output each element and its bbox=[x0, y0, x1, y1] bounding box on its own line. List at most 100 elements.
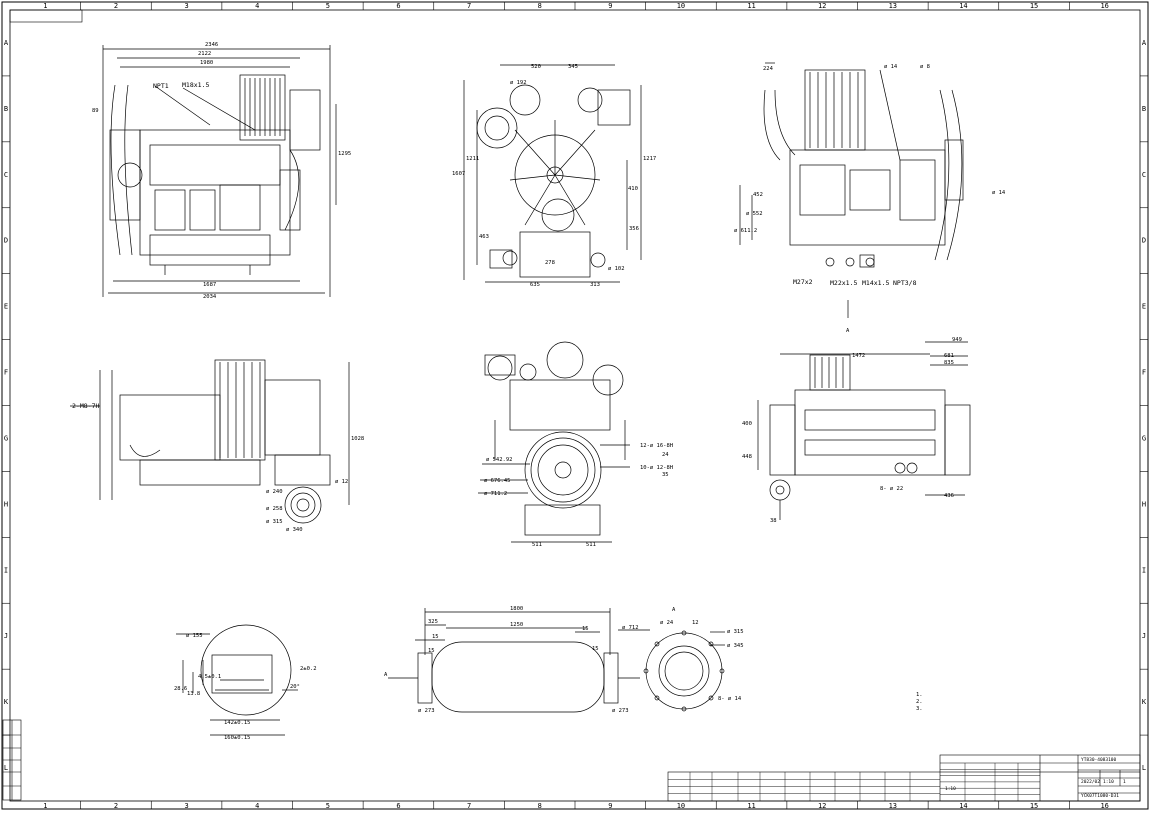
callout-label: NPT1 bbox=[153, 82, 169, 90]
front-view bbox=[102, 45, 337, 297]
dim-label: 1800 bbox=[510, 606, 523, 612]
zone-label: 5 bbox=[326, 2, 330, 10]
zone-label: A bbox=[4, 39, 9, 47]
dim-label: 635 bbox=[530, 282, 540, 288]
silencer-view bbox=[388, 608, 640, 713]
zone-label: F bbox=[1142, 369, 1146, 377]
zone-label: 11 bbox=[747, 802, 755, 810]
flange-left-view bbox=[176, 624, 298, 736]
dim-label: ø 315 bbox=[727, 629, 744, 635]
dim-label: 1217 bbox=[643, 156, 656, 162]
zone-label: G bbox=[4, 434, 8, 442]
dim-label: 2122 bbox=[198, 51, 211, 57]
dim-label: ø 552 bbox=[746, 211, 763, 217]
zone-label: 8 bbox=[538, 2, 542, 10]
note-label: 35 bbox=[662, 472, 669, 478]
revision-strip bbox=[2, 719, 22, 801]
dim-label: 681 bbox=[944, 353, 954, 359]
dim-label: 8- ø 22 bbox=[880, 486, 903, 492]
zone-label: A bbox=[1142, 39, 1147, 47]
silencer-text: 1800 325 1250 15 15 15 15 ø 273 ø 273 A bbox=[384, 606, 629, 714]
dim-label: 345 bbox=[568, 64, 578, 70]
zone-label: 2 bbox=[114, 802, 118, 810]
zone-label: 5 bbox=[326, 802, 330, 810]
drawing-number: YCK07T1080-D31 bbox=[1081, 793, 1119, 799]
zone-label: 15 bbox=[1030, 2, 1038, 10]
dim-label: 2±0.2 bbox=[300, 666, 317, 672]
dim-label: 4.5±0.1 bbox=[198, 674, 221, 680]
dim-label: 15 bbox=[592, 646, 599, 652]
dim-label: ø 12 bbox=[335, 479, 348, 485]
axis-mark: A bbox=[846, 328, 850, 334]
zone-label: 4 bbox=[255, 802, 259, 810]
dim-label: 15 bbox=[428, 648, 435, 654]
dim-label: ø 345 bbox=[727, 643, 744, 649]
dim-label: 313 bbox=[590, 282, 600, 288]
axis-mark: A bbox=[672, 607, 676, 613]
zone-label: B bbox=[4, 105, 8, 113]
zone-label: 6 bbox=[396, 802, 400, 810]
zone-label: I bbox=[4, 566, 8, 574]
dim-label: 28.6 bbox=[174, 686, 187, 692]
dim-label: 356 bbox=[629, 226, 639, 232]
drawing-sheet-no: 1 bbox=[1123, 779, 1126, 785]
rear-view bbox=[739, 62, 964, 318]
zone-label: 10 bbox=[677, 2, 685, 10]
zone-labels: 1122334455667788991010111112121313141415… bbox=[4, 2, 1147, 810]
dim-label: 410 bbox=[628, 186, 638, 192]
zone-label: 13 bbox=[889, 2, 897, 10]
end-view-text: 520 345 ø 192 1211 1607 1217 410 463 356… bbox=[452, 64, 656, 288]
dim-label: ø 676.45 bbox=[484, 478, 511, 484]
dim-label: 448 bbox=[742, 454, 752, 460]
rear-view-text: 224 ø 14 ø 8 ø 14 ø 611.2 ø 552 452 M27x… bbox=[734, 64, 1006, 334]
dim-label: ø 712 bbox=[622, 625, 639, 631]
zone-label: 9 bbox=[608, 802, 612, 810]
zone-label: C bbox=[4, 171, 8, 179]
top-view bbox=[757, 341, 971, 520]
flange-right-text: A ø 712 ø 24 ø 315 ø 345 8- ø 14 12 bbox=[622, 607, 744, 702]
title-block-text: YT830-4083100 2022/02 1:10 1 1:10 YCK07T… bbox=[945, 757, 1126, 799]
drawing-ratio: 1:10 bbox=[945, 786, 956, 792]
dim-label: 160±0.15 bbox=[224, 735, 251, 741]
zone-label: 10 bbox=[677, 802, 685, 810]
zone-label: 1 bbox=[43, 2, 47, 10]
dim-label: 224 bbox=[763, 66, 774, 72]
dim-label: 8- ø 14 bbox=[718, 696, 742, 702]
dim-label: 12-ø 16-8H bbox=[640, 443, 673, 449]
dim-label: 400 bbox=[742, 421, 752, 427]
dim-label: 1687 bbox=[203, 282, 216, 288]
zone-label: 14 bbox=[959, 2, 967, 10]
zone-label: E bbox=[1142, 303, 1146, 311]
callout-label: M14x1.5 bbox=[862, 279, 889, 287]
dim-label: 13.8 bbox=[187, 691, 200, 697]
zone-label: 7 bbox=[467, 2, 471, 10]
dim-label: 325 bbox=[428, 619, 438, 625]
dim-label: 520 bbox=[531, 64, 541, 70]
dim-label: ø 24 bbox=[660, 620, 674, 626]
dim-label: 511 bbox=[532, 542, 542, 548]
dim-label: ø 273 bbox=[612, 708, 629, 714]
note-line: 2. bbox=[916, 699, 923, 705]
zone-label: H bbox=[1142, 500, 1146, 508]
zone-label: E bbox=[4, 303, 8, 311]
zone-label: 1 bbox=[43, 802, 47, 810]
zone-label: J bbox=[4, 632, 8, 640]
end-view bbox=[463, 64, 642, 283]
front-view-text: 2346 2122 1980 89 1295 1687 2034 NPT1 M1… bbox=[92, 42, 351, 300]
dim-label: 511 bbox=[586, 542, 596, 548]
dim-label: ø 273 bbox=[418, 708, 435, 714]
dim-label: 10-ø 12-8H bbox=[640, 465, 673, 471]
dim-label: 949 bbox=[952, 337, 962, 343]
zone-label: 2 bbox=[114, 2, 118, 10]
callout-label: 2-M8-7H bbox=[72, 402, 99, 410]
note-label: 24 bbox=[662, 452, 669, 458]
zone-label: 14 bbox=[959, 802, 967, 810]
dim-label: 1607 bbox=[452, 171, 465, 177]
zone-label: 11 bbox=[747, 2, 755, 10]
zone-label: K bbox=[1142, 698, 1147, 706]
zone-label: L bbox=[4, 764, 8, 772]
dim-label: ø 102 bbox=[608, 266, 625, 272]
top-view-text: 1472 949 681 835 400 448 38 8- ø 22 436 bbox=[742, 337, 962, 524]
zone-label: K bbox=[4, 698, 9, 706]
